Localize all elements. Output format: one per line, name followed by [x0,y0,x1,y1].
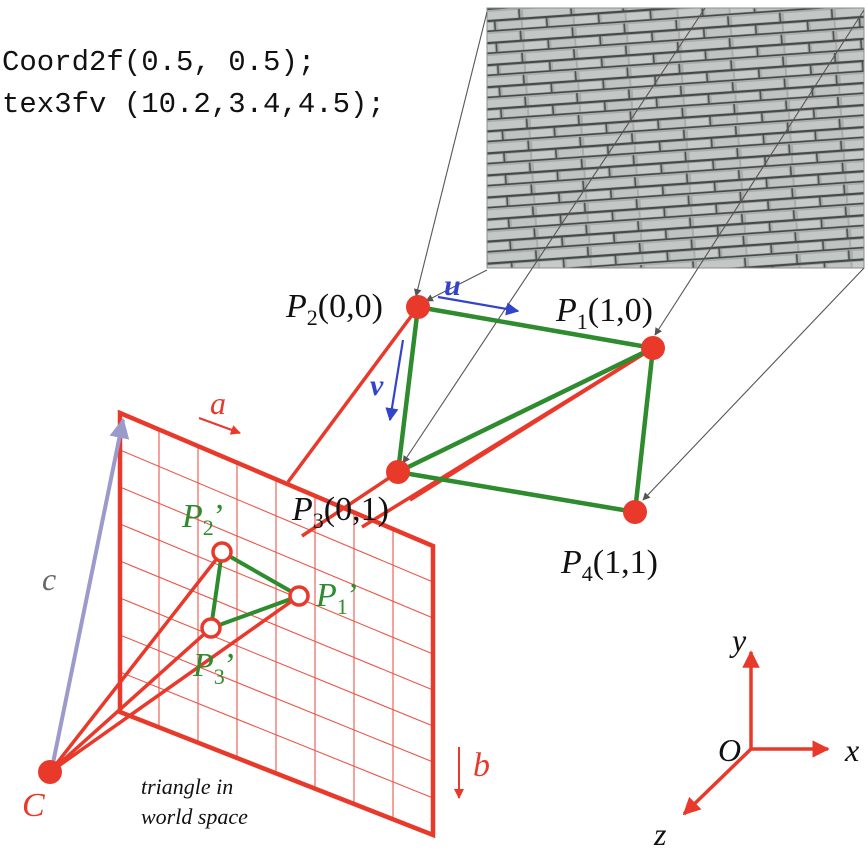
u-arrow [437,295,520,316]
label-b: b [473,747,490,784]
code-line-2: tex3fv (10.2,3.4,4.5); [2,88,385,121]
label-u: u [444,269,461,302]
projected-point-p1 [288,585,310,607]
vertex-p4 [623,500,647,524]
camera-point [38,760,62,784]
code-line-1: Coord2f(0.5, 0.5); [2,46,316,79]
label-p4: P4(1,1) [560,544,658,586]
projected-point-p2 [211,541,233,563]
brick-texture [486,7,865,269]
vertex-p2 [406,295,430,319]
axis-label-origin: O [718,732,741,768]
label-camera: C [22,787,45,824]
label-p3-prime: P3’ [192,647,236,689]
label-p1-prime: P1’ [315,577,359,619]
axis-label-x: x [844,732,859,768]
label-p3: P3(0,1) [291,491,389,533]
vertex-p3 [386,460,410,484]
projected-triangle [208,548,304,632]
projected-point-p3 [200,617,222,639]
label-v: v [370,369,384,402]
label-a: a [210,385,226,421]
axis-label-y: y [729,622,747,658]
a-arrow [198,417,241,435]
axis-label-z: z [653,816,667,851]
axes [682,650,830,816]
vector-c [50,418,130,769]
label-c: c [42,561,56,597]
vertex-p1 [641,336,665,360]
projection-lines [48,305,654,774]
caption-line-2: world space [141,804,248,829]
label-p2: P2(0,0) [285,288,383,330]
image-plane [117,409,436,839]
caption-line-1: triangle in [141,774,233,799]
label-p1: P1(1,0) [555,292,653,334]
label-p2-prime: P2’ [181,498,225,540]
v-arrow [385,339,405,422]
correspondence-arrows [402,7,865,501]
